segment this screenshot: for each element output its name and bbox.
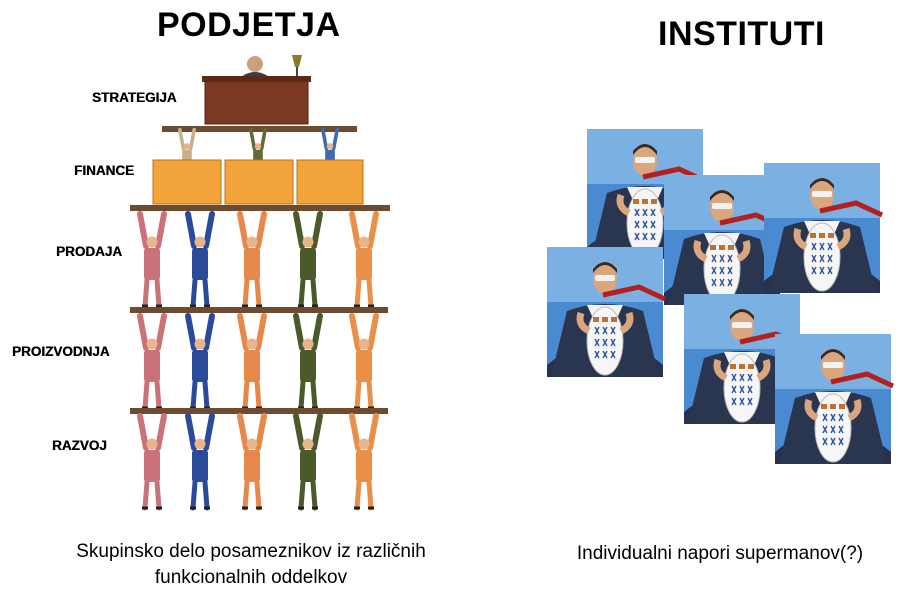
right-title: INSTITUTI	[658, 15, 825, 53]
level-label-prodaja: PRODAJA	[56, 244, 123, 259]
executive-at-desk-icon	[202, 55, 311, 125]
superman-manager-icon	[764, 163, 882, 293]
left-caption-line2: funkcionalnih oddelkov	[154, 567, 348, 588]
left-caption-line1: Skupinsko delo posameznikov iz različnih	[76, 541, 426, 562]
level-label-finance: FINANCE	[74, 163, 134, 178]
level-label-razvoj: RAZVOJ	[52, 438, 107, 453]
left-title: PODJETJA	[157, 6, 341, 44]
left-caption: Skupinsko delo posameznikov iz različnih…	[20, 539, 482, 591]
superman-manager-icon	[547, 247, 665, 377]
finance-staff-icon	[152, 127, 364, 205]
level-label-proizvodnja: PROIZVODNJA	[12, 344, 110, 359]
level-label-strategija: STRATEGIJA	[92, 90, 177, 105]
superman-manager-icon	[775, 334, 893, 464]
right-caption: Individualni napori supermanov(?)	[576, 543, 864, 564]
